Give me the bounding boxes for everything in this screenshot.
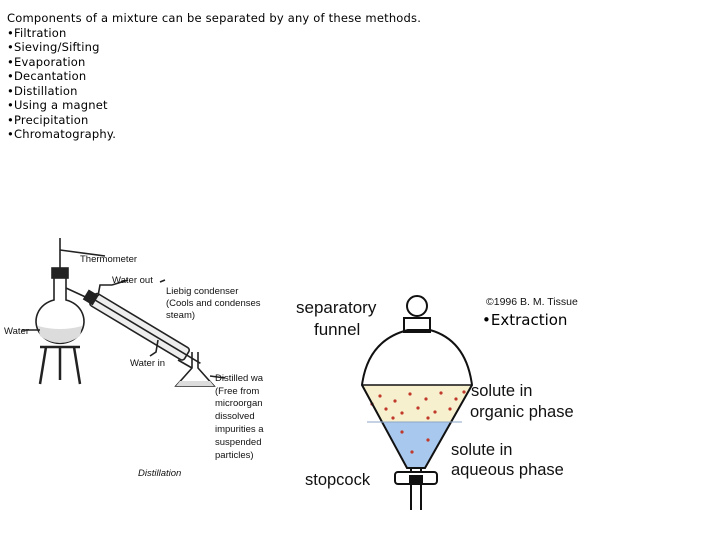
- organic-phase-label: organic phase: [470, 403, 574, 421]
- distilled-label: suspended: [215, 437, 261, 448]
- condenser-label: (Cools and condenses: [166, 298, 261, 309]
- stopper-icon: [406, 295, 428, 317]
- distilled-label: impurities a: [215, 424, 264, 435]
- aqueous-phase-label: aqueous phase: [451, 461, 564, 479]
- method-item: •Chromatography.: [7, 127, 117, 141]
- organic-phase-label: solute in: [471, 382, 532, 400]
- method-item: •Using a magnet: [7, 98, 108, 112]
- stopcock-label: stopcock: [305, 471, 371, 489]
- extraction-label: •Extraction: [482, 311, 568, 329]
- distilled-label: (Free from: [215, 386, 259, 397]
- thermometer-label: Thermometer: [80, 254, 137, 265]
- method-item: •Distillation: [7, 83, 78, 98]
- round-flask-icon: [35, 278, 85, 345]
- water-in-label: Water in: [130, 358, 165, 369]
- condenser-label: steam): [166, 310, 195, 321]
- water-out-label: Water out: [112, 275, 153, 286]
- water-label: Water: [4, 326, 29, 337]
- distilled-label: particles): [215, 450, 254, 461]
- distillation-caption: Distillation: [138, 468, 181, 479]
- method-item: •Decantation: [7, 69, 87, 83]
- funnel-title: funnel: [314, 320, 360, 339]
- method-item: •Precipitation: [7, 112, 89, 127]
- distilled-label: microorgan: [215, 398, 263, 409]
- funnel-body-icon: [360, 329, 474, 469]
- method-item: •Sieving/Sifting: [7, 40, 100, 54]
- aqueous-phase-label: solute in: [451, 441, 512, 459]
- copyright-label: ©1996 B. M. Tissue: [486, 296, 578, 308]
- method-item: •Evaporation: [7, 54, 86, 69]
- distilled-label: Distilled wa: [215, 373, 264, 384]
- method-item: •Filtration: [7, 25, 67, 40]
- funnel-title: separatory: [296, 298, 377, 317]
- intro-text: Components of a mixture can be separated…: [7, 11, 422, 25]
- slide-text: Components of a mixture can be separated…: [7, 11, 421, 142]
- distilled-label: dissolved: [215, 411, 255, 422]
- condenser-label: Liebig condenser: [166, 286, 238, 297]
- organic-phase: [362, 385, 472, 422]
